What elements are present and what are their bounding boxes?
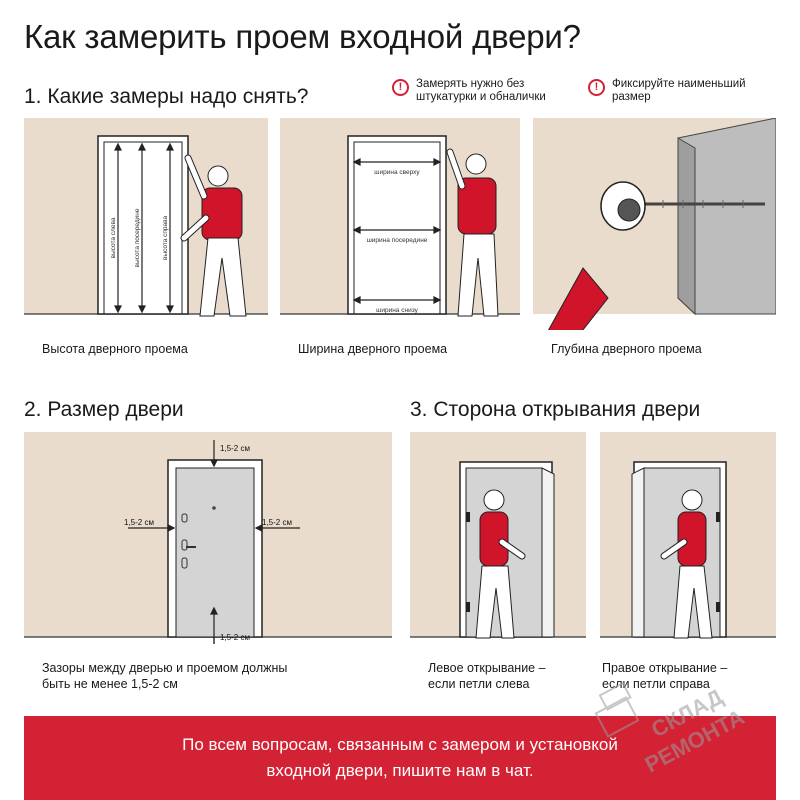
section3-heading: 3. Сторона открывания двери	[410, 398, 701, 421]
warning-icon: !	[392, 79, 409, 96]
caption-height: Высота дверного проема	[24, 330, 268, 368]
hinge-icon	[466, 512, 470, 522]
note-text: штукатурки и обналички	[416, 91, 546, 103]
man-figure	[475, 489, 526, 639]
man-figure	[660, 489, 713, 639]
note-text: Фиксируйте наименьший	[612, 78, 746, 90]
man-figure	[180, 154, 247, 317]
contact-banner: По всем вопросам, связанным с замером и …	[24, 716, 776, 800]
gap-label-top: 1,5-2 см	[220, 444, 250, 453]
hinge-icon	[716, 602, 720, 612]
gap-label-bottom: 1,5-2 см	[220, 633, 250, 642]
note-text: Замерять нужно без	[416, 78, 525, 90]
label-width-middle: ширина посередине	[367, 237, 428, 244]
gap-label-right: 1,5-2 см	[262, 518, 292, 527]
label-height-left: высота слева	[110, 217, 117, 258]
note-text: размер	[612, 91, 651, 103]
label-width-bottom: ширина снизу	[376, 307, 418, 314]
note-smallest-size: ! Фиксируйте наименьший размер	[588, 78, 746, 104]
hinge-icon	[466, 602, 470, 612]
hinge-icon	[716, 512, 720, 522]
caption-width: Ширина дверного проема	[280, 330, 520, 368]
caption-door-size: Зазоры между дверью и проемом должны быт…	[24, 644, 392, 708]
label-width-top: ширина сверху	[374, 169, 420, 176]
section2-heading: 2. Размер двери	[24, 398, 184, 421]
caption-right-opening: Правое открывание – если петли справа	[600, 644, 776, 708]
section1-heading: 1. Какие замеры надо снять?	[24, 85, 309, 108]
gap-label-left: 1,5-2 см	[124, 518, 154, 527]
label-height-right: высота справа	[162, 216, 169, 261]
note-no-plaster: ! Замерять нужно без штукатурки и обнали…	[392, 78, 546, 104]
page-title: Как замерить проем входной двери?	[24, 18, 581, 55]
man-figure	[446, 148, 499, 317]
tape-measure-icon	[617, 198, 641, 222]
label-height-middle: высота посередине	[134, 208, 141, 267]
banner-line: По всем вопросам, связанным с замером и …	[182, 735, 618, 754]
caption-depth: Глубина дверного проема	[533, 330, 776, 368]
caption-left-opening: Левое открывание – если петли слева	[410, 644, 586, 708]
warning-icon: !	[588, 79, 605, 96]
banner-line: входной двери, пишите нам в чат.	[266, 761, 534, 780]
